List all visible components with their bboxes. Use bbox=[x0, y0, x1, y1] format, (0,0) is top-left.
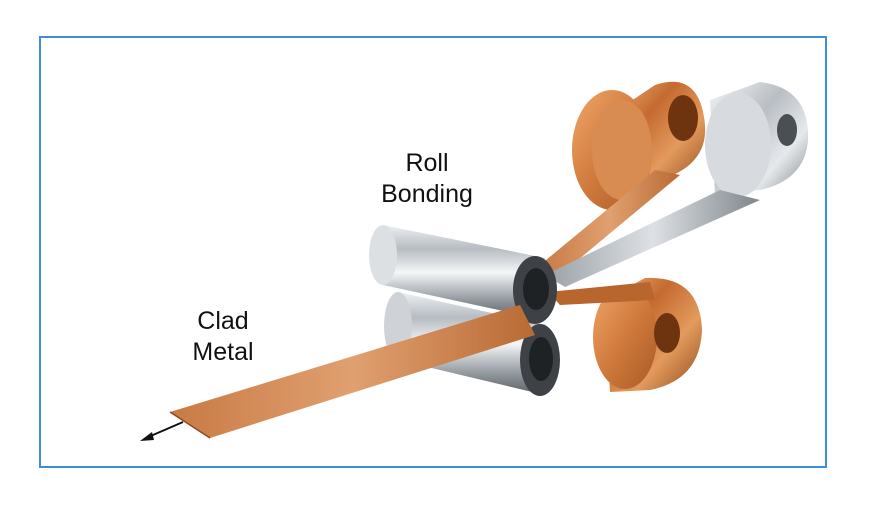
roller-top bbox=[369, 225, 557, 324]
clad-metal-strip bbox=[170, 305, 535, 438]
steel-strip bbox=[545, 190, 760, 287]
copper-coil-top bbox=[572, 81, 706, 210]
strip-edge bbox=[169, 411, 211, 439]
clad-metal-label-line2: Metal bbox=[192, 338, 254, 366]
copper-strip-bottom bbox=[548, 282, 655, 305]
roll-bonding-label-line2: Bonding bbox=[381, 180, 473, 208]
clad-metal-label-line1: Clad bbox=[197, 307, 249, 335]
steel-coil bbox=[705, 82, 809, 197]
arrow-left-down-icon bbox=[140, 421, 184, 441]
clad-metal-label: Clad Metal bbox=[168, 306, 278, 368]
copper-coil-bottom bbox=[593, 277, 702, 392]
roll-bonding-label-line1: Roll bbox=[405, 149, 449, 177]
copper-strip-top bbox=[540, 170, 680, 275]
roll-bonding-label: Roll Bonding bbox=[357, 148, 497, 210]
